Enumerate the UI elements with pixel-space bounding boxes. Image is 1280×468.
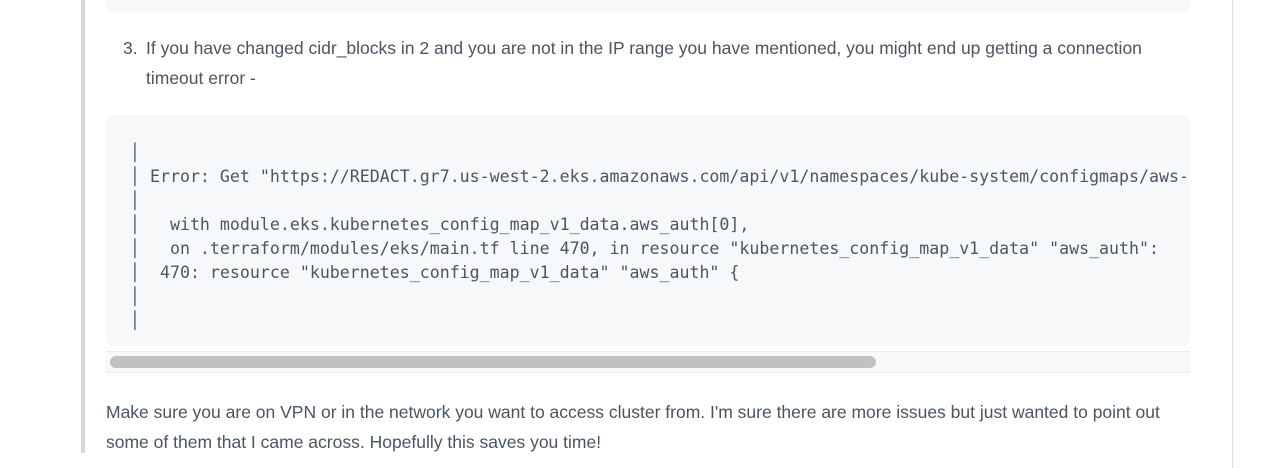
blockquote-left-border — [81, 0, 85, 453]
closing-paragraph: Make sure you are on VPN or in the netwo… — [106, 402, 1160, 452]
horizontal-scrollbar-thumb[interactable] — [110, 356, 876, 368]
terraform-error-code-block[interactable]: │ │ Error: Get "https://REDACT.gr7.us-we… — [106, 115, 1190, 346]
code-text: │ │ Error: Get "https://REDACT.gr7.us-we… — [130, 143, 1189, 330]
container-right-border — [1232, 0, 1233, 468]
horizontal-scrollbar-track[interactable] — [106, 351, 1190, 373]
list-item-number: 3. — [123, 38, 138, 58]
list-item-text: If you have changed cidr_blocks in 2 and… — [146, 38, 1142, 88]
previous-code-block-partial — [106, 0, 1190, 12]
ordered-list-item-3: 3. If you have changed cidr_blocks in 2 … — [106, 33, 1184, 93]
